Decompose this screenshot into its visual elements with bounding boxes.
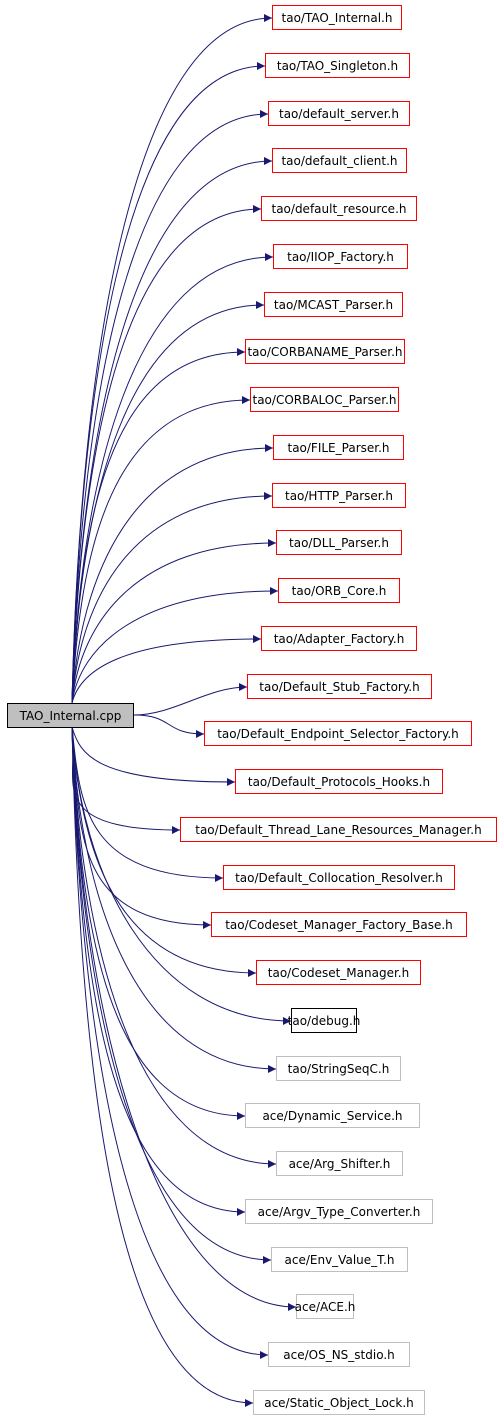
include-edge <box>71 348 246 704</box>
include-node-tao-http-parser-h[interactable]: tao/HTTP_Parser.h <box>272 483 406 508</box>
include-node-tao-mcast-parser-h[interactable]: tao/MCAST_Parser.h <box>264 292 403 317</box>
include-edge <box>133 683 248 716</box>
include-node-tao-adapter-factory-h[interactable]: tao/Adapter_Factory.h <box>261 626 417 651</box>
include-node-tao-stringseqc-h: tao/StringSeqC.h <box>276 1056 401 1081</box>
include-edge <box>71 726 292 1025</box>
include-node-tao-default-collocation-resolver-h[interactable]: tao/Default_Collocation_Resolver.h <box>223 865 455 890</box>
include-edge <box>71 110 269 704</box>
include-edge <box>71 539 277 704</box>
include-edge <box>71 726 269 1359</box>
include-node-tao-default-client-h[interactable]: tao/default_client.h <box>272 148 407 173</box>
include-edge <box>71 726 246 1120</box>
include-node-tao-orb-core-h[interactable]: tao/ORB_Core.h <box>278 578 400 603</box>
include-edge <box>71 726 254 1407</box>
include-edge <box>71 205 262 704</box>
include-node-ace-env-value-t-h: ace/Env_Value_T.h <box>271 1247 408 1272</box>
include-node-ace-dynamic-service-h: ace/Dynamic_Service.h <box>245 1103 420 1128</box>
include-edge <box>71 726 277 1168</box>
include-node-ace-ace-h: ace/ACE.h <box>295 1294 355 1319</box>
include-node-tao-tao-internal-h[interactable]: tao/TAO_Internal.h <box>272 5 402 30</box>
include-node-tao-iiop-factory-h[interactable]: tao/IIOP_Factory.h <box>273 244 408 269</box>
include-edge <box>71 444 274 704</box>
include-node-tao-default-thread-lane-resources-manager-h[interactable]: tao/Default_Thread_Lane_Resources_Manage… <box>180 817 497 842</box>
include-node-tao-default-resource-h[interactable]: tao/default_resource.h <box>261 196 417 221</box>
include-node-ace-static-object-lock-h: ace/Static_Object_Lock.h <box>253 1390 425 1415</box>
include-node-tao-corbaloc-parser-h[interactable]: tao/CORBALOC_Parser.h <box>250 387 399 412</box>
include-edge <box>71 635 262 704</box>
include-edge <box>71 726 277 1073</box>
include-edge <box>71 301 265 704</box>
include-edge <box>71 62 266 704</box>
include-edge <box>71 14 273 704</box>
include-node-ace-os-ns-stdio-h: ace/OS_NS_stdio.h <box>268 1342 410 1367</box>
include-node-tao-corbaname-parser-h[interactable]: tao/CORBANAME_Parser.h <box>245 339 405 364</box>
include-node-ace-argv-type-converter-h: ace/Argv_Type_Converter.h <box>245 1199 433 1224</box>
include-node-tao-codeset-manager-factory-base-h[interactable]: tao/Codeset_Manager_Factory_Base.h <box>211 912 467 937</box>
include-node-tao-tao-singleton-h[interactable]: tao/TAO_Singleton.h <box>265 53 410 78</box>
include-edge <box>71 587 279 704</box>
include-edge <box>71 726 297 1311</box>
include-node-tao-file-parser-h[interactable]: tao/FILE_Parser.h <box>273 435 404 460</box>
include-edge <box>71 492 273 704</box>
include-node-ace-arg-shifter-h: ace/Arg_Shifter.h <box>276 1151 403 1176</box>
include-node-tao-debug-h[interactable]: tao/debug.h <box>288 1008 360 1033</box>
include-edge <box>71 726 272 1264</box>
include-node-tao-default-endpoint-selector-factory-h[interactable]: tao/Default_Endpoint_Selector_Factory.h <box>204 721 472 746</box>
include-edge <box>133 714 205 738</box>
include-node-tao-default-server-h[interactable]: tao/default_server.h <box>268 101 410 126</box>
include-node-tao-default-stub-factory-h[interactable]: tao/Default_Stub_Factory.h <box>247 674 432 699</box>
include-edge <box>71 726 224 882</box>
include-edge <box>71 396 251 704</box>
include-edge <box>71 726 236 786</box>
root-node-tao-internal-cpp: TAO_Internal.cpp <box>7 703 134 728</box>
include-edge <box>71 157 273 704</box>
include-node-tao-dll-parser-h[interactable]: tao/DLL_Parser.h <box>276 530 402 555</box>
include-node-tao-codeset-manager-h[interactable]: tao/Codeset_Manager.h <box>256 960 421 985</box>
include-node-tao-default-protocols-hooks-h[interactable]: tao/Default_Protocols_Hooks.h <box>235 769 443 794</box>
